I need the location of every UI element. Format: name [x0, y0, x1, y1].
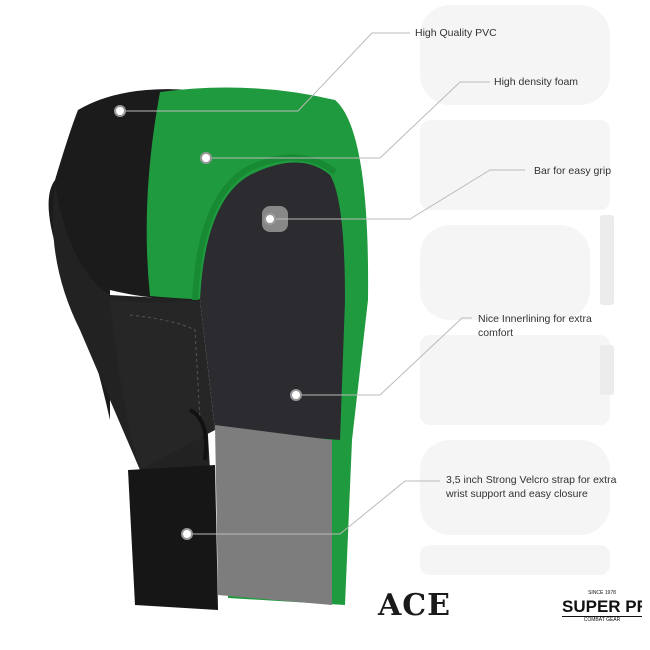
callout-line-strap [187, 480, 440, 535]
watermark-letter [420, 335, 610, 425]
callout-label-foam: High density foam [494, 76, 579, 88]
callout-dot-pvc [114, 105, 126, 117]
callout-line-lining [296, 317, 472, 396]
watermark-letter [420, 120, 610, 210]
watermark-letter [420, 440, 610, 535]
velcro-strap [215, 425, 332, 605]
wrist-cuff [128, 465, 218, 610]
callout-line-grip [270, 169, 525, 220]
palm-stitching [129, 314, 201, 421]
callout-label-lining-line1: Nice Innerlining for extra [478, 313, 592, 325]
watermark-letter [420, 225, 590, 320]
product-name: ACE [378, 588, 452, 623]
callout-label-strap: 3,5 inch Strong Velcro strap for extra w… [446, 473, 616, 501]
callout-line-pvc [120, 32, 410, 112]
callout-dot-lining [290, 389, 302, 401]
callout-label-pvc: High Quality PVC [415, 27, 497, 39]
watermark-since-mark [600, 215, 614, 305]
callout-dot-foam [200, 152, 212, 164]
callout-dot-strap [181, 528, 193, 540]
callout-label-lining: Nice Innerlining for extra comfort [478, 312, 592, 340]
strap-loop [188, 408, 208, 461]
logo-brand: SUPER PRO [562, 597, 642, 616]
callout-dot-grip [264, 213, 276, 225]
brand-logo: SINCE 1978 SUPER PRO COMBAT GEAR [562, 590, 642, 624]
inner-lining [200, 162, 345, 440]
palm [110, 300, 215, 470]
callout-label-grip: Bar for easy grip [534, 165, 612, 177]
logo-tagline: COMBAT GEAR [562, 616, 642, 624]
foam-edge [192, 154, 337, 301]
callout-label-strap-line1: 3,5 inch Strong Velcro strap for extra [446, 474, 617, 486]
callout-label-lining-line2: comfort [478, 327, 514, 339]
watermark-since-mark [600, 345, 614, 395]
logo-since: SINCE 1978 [588, 590, 616, 596]
watermark-letter [420, 545, 610, 575]
callout-line-foam [206, 81, 490, 159]
callout-label-strap-line2: wrist support and easy closure [446, 488, 588, 500]
watermark-letter [420, 5, 610, 105]
